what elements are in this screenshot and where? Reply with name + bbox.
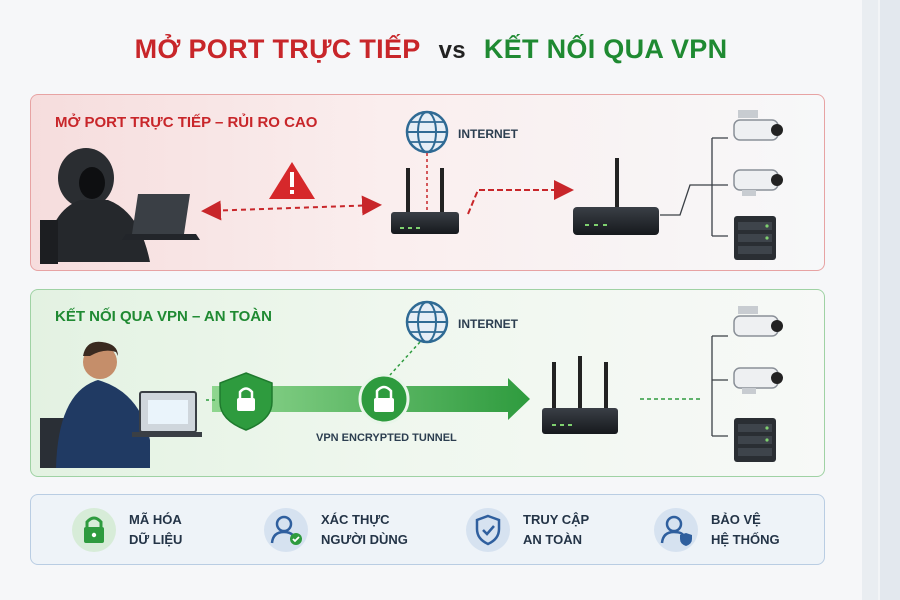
vpn-tunnel-label: VPN ENCRYPTED TUNNEL [316,432,457,444]
page-edge [878,0,900,600]
title-vs: vs [438,37,466,64]
camera-icon [733,169,783,196]
shield-check-icon [466,508,510,552]
warning-icon [269,162,315,199]
user-check-icon [264,508,308,552]
server-icon [734,216,776,260]
server-icon [734,418,776,462]
exposed-port-arrow [467,180,574,215]
globe-icon [405,300,449,344]
router-icon [391,168,459,234]
vpn-router-icon [542,356,618,434]
camera-icon [733,110,783,141]
page-title: MỞ PORT TRỰC TIẾP vs KẾT NỐI QUA VPN [0,34,862,65]
features-bar: MÃ HÓA DỮ LIỆU XÁC THỰC NGƯỜI DÙNG TRUY … [30,494,825,565]
feature-label: MÃ HÓA DỮ LIỆU [129,512,183,547]
user-figure [40,341,150,468]
feature-label: BẢO VỆ HỆ THỐNG [711,512,780,547]
device-links [660,137,728,237]
internet-label: INTERNET [458,127,518,141]
feature-secure-access: TRUY CẬP AN TOÀN [465,505,589,555]
title-vpn: KẾT NỐI QUA VPN [483,34,728,64]
hacker-laptop [122,194,200,240]
feature-label: TRUY CẬP AN TOÀN [523,512,590,547]
vpn-internet-link [389,341,421,376]
attack-path-arrow [201,195,382,221]
shield-lock-icon [219,372,273,431]
lock-icon [72,508,116,552]
vpn-label: KẾT NỐI QUA VPN – AN TOÀN [55,308,272,325]
feature-system-protect: BẢO VỆ HỆ THỐNG [653,505,780,555]
internet-label: INTERNET [458,317,518,331]
hacker-figure [40,148,150,264]
feature-label: XÁC THỰC NGƯỜI DÙNG [321,512,408,547]
internal-router-icon [573,158,659,235]
camera-icon [733,367,783,394]
vpn-device-links [711,335,728,437]
feature-user-auth: XÁC THỰC NGƯỜI DÙNG [263,505,408,555]
direct-port-label: MỞ PORT TRỰC TIẾP – RỦI RO CAO [55,114,318,131]
user-shield-icon [654,508,698,552]
camera-icon [733,306,783,337]
user-laptop [132,391,202,437]
title-direct: MỞ PORT TRỰC TIẾP [134,34,421,64]
globe-icon [405,110,449,154]
lock-icon [358,373,410,425]
feature-encrypt-data: MÃ HÓA DỮ LIỆU [71,505,182,555]
